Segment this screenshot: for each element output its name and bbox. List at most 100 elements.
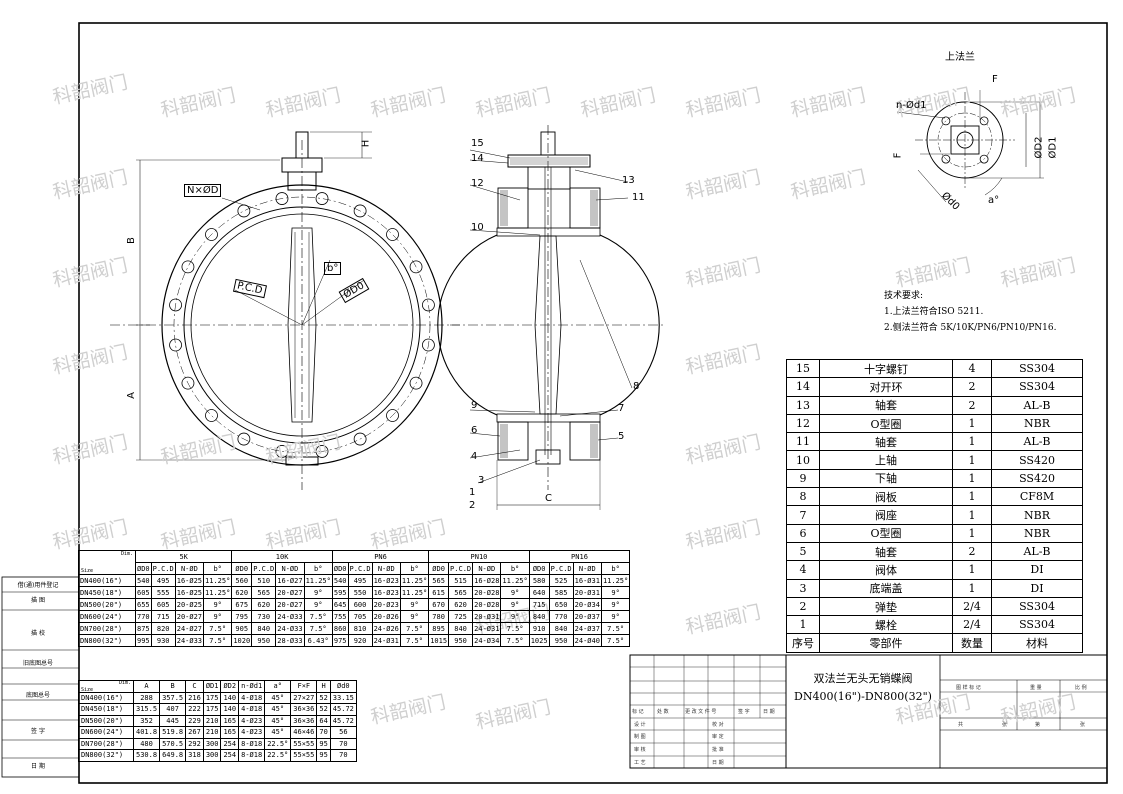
table-cell: 620 (251, 598, 277, 611)
table-cell: 216 (185, 691, 204, 704)
table-cell: 7.5° (303, 610, 333, 623)
table-cell: 895 (428, 622, 450, 635)
table-cell: 565 (428, 574, 450, 587)
table-cell: 480 (132, 737, 161, 750)
parts-cell-no: 10 (786, 450, 820, 470)
table-cell: 210 (202, 714, 222, 727)
parts-cell-name: 底端盖 (819, 578, 953, 598)
bolt-hole (275, 192, 289, 205)
table-cell: 140 (220, 703, 240, 716)
table-cell: 16-Ø28 (472, 574, 502, 587)
table-cell: 11.25° (303, 574, 333, 587)
tb-label: 重 量 (1030, 685, 1042, 691)
table-cell: 20-Ø28 (472, 586, 502, 599)
table-cell: 165 (220, 726, 240, 739)
table-cell: 755 (331, 610, 349, 623)
parts-cell-no: 1 (786, 615, 820, 635)
table-cell: 9° (500, 586, 530, 599)
table-cell: 555 (150, 586, 176, 599)
table-cell: 20-Ø28 (472, 598, 502, 611)
table-cell: 565 (448, 586, 474, 599)
table-cell: 300 (202, 737, 222, 750)
parts-cell-no: 13 (786, 395, 820, 415)
table-cell: 45° (264, 691, 292, 704)
table-cell: 655 (135, 598, 152, 611)
table-cell: 20-Ø37 (572, 610, 602, 623)
tb-label: 制 图 (634, 734, 646, 740)
tb-label: 标 记 (632, 709, 644, 715)
table-cell: 95 (316, 749, 331, 762)
parts-cell-qty: 1 (952, 578, 992, 598)
table-cell: 9° (303, 586, 333, 599)
table-cell: 995 (135, 634, 152, 647)
parts-cell-qty: 2 (952, 395, 992, 415)
parts-cell-qty: 2 (952, 377, 992, 397)
dim1-group-header: PN16 (528, 550, 631, 563)
parts-cell-material: AL-B (991, 541, 1083, 562)
row-size: DN800(32") (78, 749, 134, 762)
parts-cell-material: NBR (991, 505, 1083, 525)
parts-cell-material: SS420 (991, 450, 1083, 470)
label-a: A (125, 392, 137, 399)
top-flange-hole (979, 154, 989, 164)
parts-cell-material: CF8M (991, 487, 1083, 507)
side-label: 旧底图总号 (22, 660, 53, 667)
bolt-hole (422, 338, 435, 352)
dim2-header: B (159, 680, 187, 693)
table-cell: 570.5 (159, 737, 187, 750)
parts-cell-material: NBR (991, 523, 1083, 543)
table-cell: 770 (548, 610, 574, 623)
parts-cell-name: O型圈 (819, 523, 953, 543)
table-cell: 725 (448, 610, 474, 623)
table-cell: 24-Ø26 (371, 622, 401, 635)
table-cell: 7.5° (203, 622, 233, 635)
parts-cell-no: 15 (786, 358, 820, 379)
table-cell: 407 (159, 703, 187, 716)
parts-cell-qty: 1 (952, 560, 992, 580)
table-cell: 9° (500, 610, 530, 623)
table-cell: 24-Ø37 (572, 622, 602, 635)
table-cell: 140 (220, 691, 240, 704)
callout-11: 11 (632, 192, 645, 203)
table-cell: 45° (264, 714, 292, 727)
row-size: DN450(18") (78, 586, 136, 599)
table-cell: 20-Ø27 (174, 610, 205, 623)
dim1-subheader: ØD0 (528, 562, 550, 575)
tb-label: 更 改 文 件 号 (685, 709, 717, 715)
flange-bolt-holes (169, 192, 435, 458)
table-cell: 7.5° (399, 622, 430, 635)
table-cell: 650 (548, 598, 574, 611)
parts-cell-name: 轴套 (819, 432, 953, 452)
dim1-group-header: 10K (231, 550, 333, 563)
parts-cell-qty: 4 (952, 358, 992, 379)
table-cell: 175 (202, 691, 222, 704)
table-cell: 705 (347, 610, 373, 623)
table-cell: 645 (331, 598, 349, 611)
table-cell: 22.5° (264, 737, 292, 750)
parts-cell-no: 5 (786, 541, 820, 562)
dim1-subheader: ØD0 (231, 562, 253, 575)
dim1-subheader: b° (500, 562, 530, 575)
bolt-hole (181, 260, 195, 274)
parts-cell-material: DI (991, 560, 1083, 580)
dim2-header: A (132, 680, 161, 693)
parts-cell-no: 9 (786, 468, 820, 489)
parts-cell-material: AL-B (991, 432, 1083, 452)
table-cell: 840 (251, 622, 277, 635)
tb-label: 签 字 (738, 709, 750, 715)
table-cell: 45.72 (329, 714, 357, 727)
table-cell: 9° (600, 586, 631, 599)
table-cell: 20-Ø25 (174, 598, 205, 611)
table-cell: 24-Ø33 (275, 622, 305, 635)
callout-4: 4 (471, 451, 478, 462)
